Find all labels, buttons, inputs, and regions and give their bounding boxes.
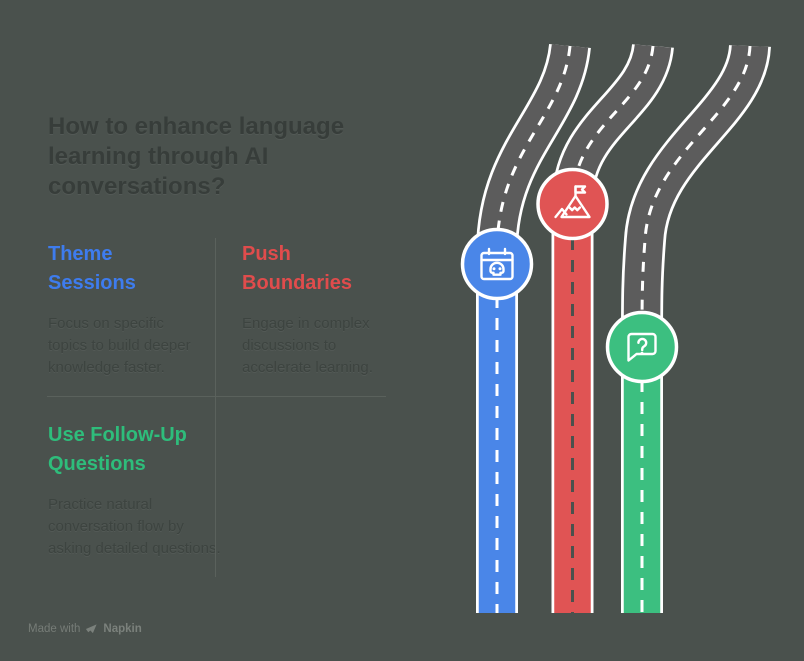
section-description-push-boundaries: Engage in complex discussions to acceler… [242,315,373,376]
page-title: How to enhance language learning through… [48,113,345,200]
vertical-divider [215,238,216,577]
section-description-theme-sessions: Focus on specific topics to build deeper… [48,315,191,376]
section-push-boundaries: Push Boundaries Engage in complex discus… [242,240,400,379]
milestone-push-boundaries [536,167,609,241]
section-title-push-boundaries: Push Boundaries [242,243,353,294]
section-title-use-follow-up-questions: Use Follow-Up Questions [48,424,187,475]
section-use-follow-up-questions: Use Follow-Up Questions Practice natural… [48,421,224,560]
milestone-theme-sessions [460,227,534,301]
horizontal-divider [47,396,386,397]
mountain-flag-icon [554,185,591,219]
gray-road-follow-up [621,43,771,348]
made-with-napkin-credit: Made with Napkin [28,622,142,635]
napkin-logo-icon [86,624,98,634]
section-theme-sessions: Theme Sessions Focus on specific topics … [48,240,198,379]
calendar-skull-icon [480,247,514,281]
napkin-brand-label: Napkin [103,622,142,635]
section-title-theme-sessions: Theme Sessions [48,243,136,294]
made-with-label: Made with [28,622,81,635]
milestone-use-follow-up-questions [605,310,679,384]
question-bubble-icon [627,332,657,362]
section-description-use-follow-up-questions: Practice natural conversation flow by as… [48,496,221,557]
